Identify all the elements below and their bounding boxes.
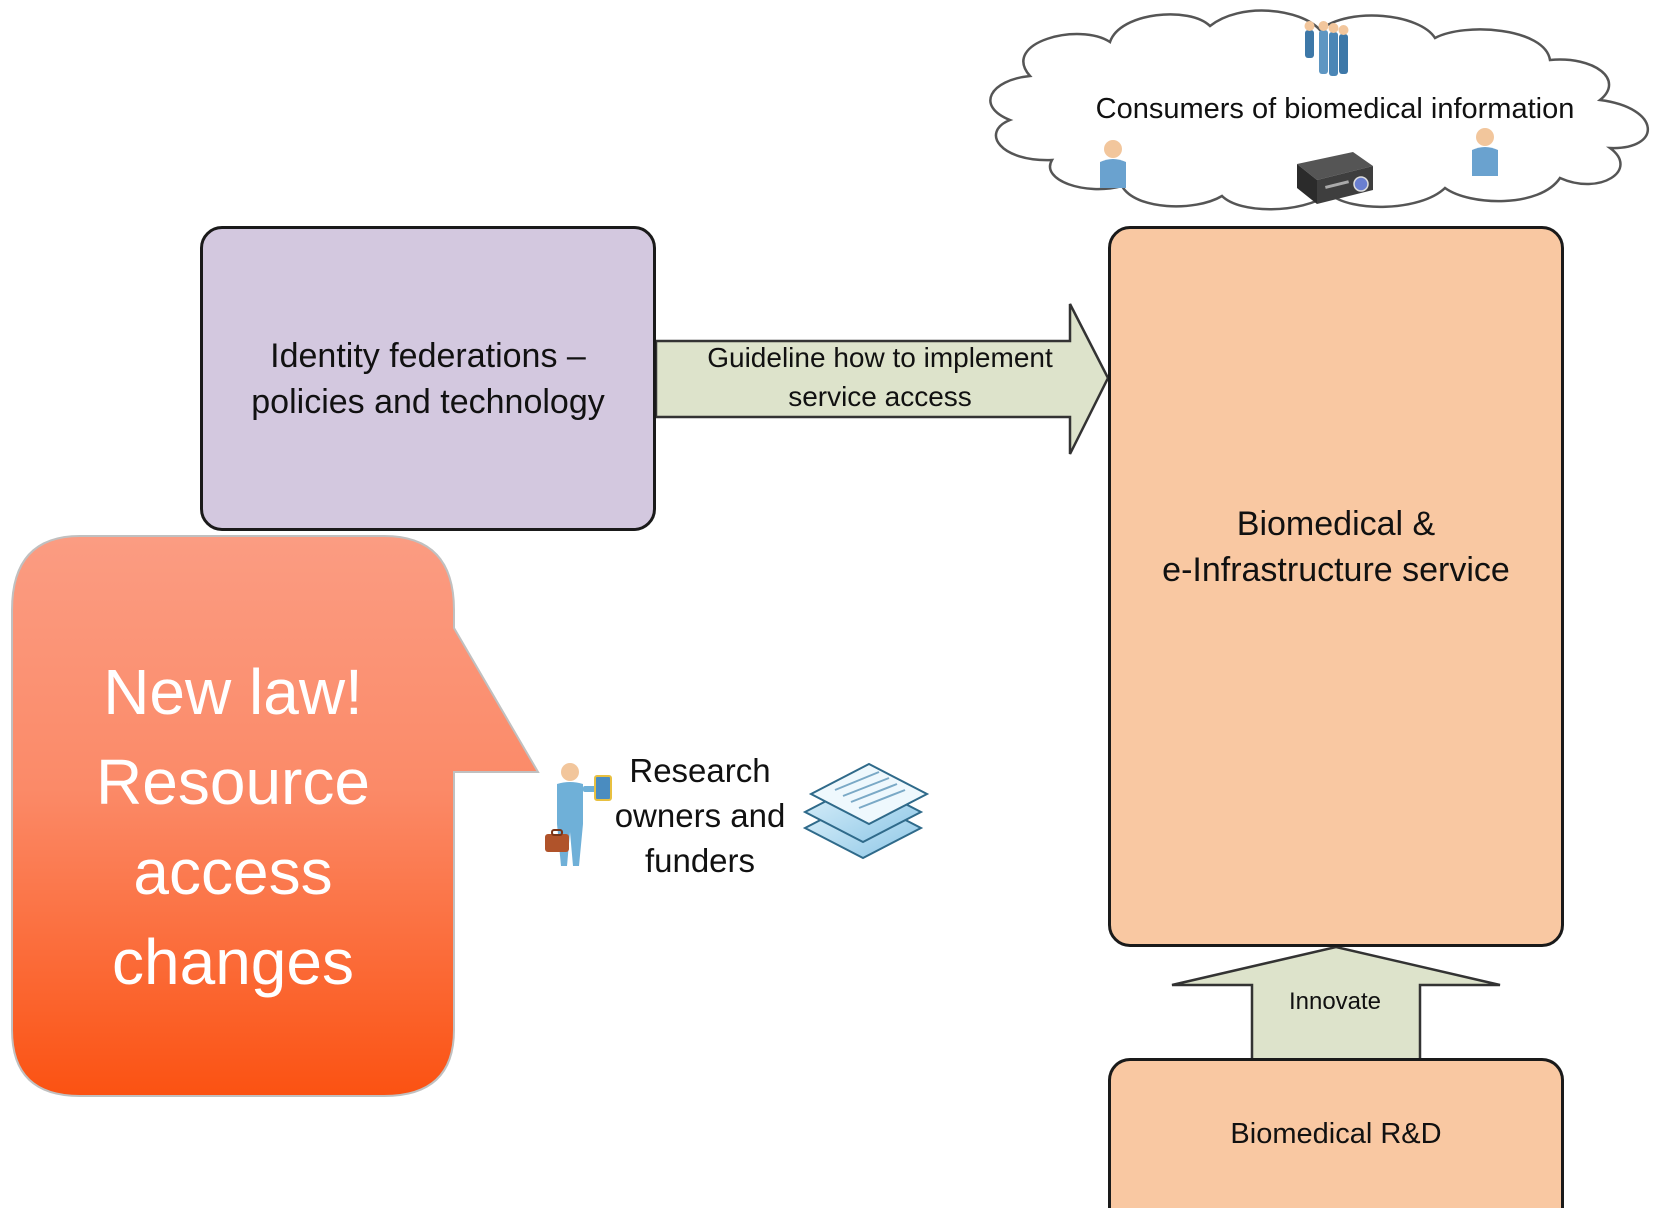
callout-text: New law! Resource access changes — [10, 647, 456, 1007]
biomedical-rd-box: Biomedical R&D — [1108, 1058, 1564, 1208]
research-label-line: Research — [629, 752, 771, 789]
innovate-arrow-label: Innovate — [1288, 988, 1382, 1015]
callout-bubble — [11, 535, 540, 1097]
research-label-line: funders — [644, 842, 756, 879]
guideline-label-line: Guideline how to implement — [707, 342, 1053, 373]
businessman-icon — [545, 763, 612, 866]
infra-box-line: Biomedical & — [1236, 504, 1436, 543]
documents-icon — [802, 762, 930, 860]
infra-box-line: e-Infrastructure service — [1162, 550, 1510, 589]
identity-box-line: policies and technology — [251, 382, 605, 421]
infrastructure-service-box: Biomedical & e-Infrastructure service — [1108, 226, 1564, 947]
callout-line: access — [133, 836, 333, 908]
callout-line: Resource — [96, 746, 370, 818]
person-icon — [1472, 128, 1498, 176]
guideline-arrow-label: Guideline how to implement service acces… — [660, 338, 1100, 416]
rd-box-label: Biomedical R&D — [1230, 1118, 1442, 1150]
identity-federations-box: Identity federations – policies and tech… — [200, 226, 656, 531]
consumers-cloud-label: Consumers of biomedical information — [1095, 93, 1575, 125]
person-icon — [1100, 140, 1126, 188]
guideline-arrow — [654, 303, 1110, 455]
research-owners-label: Research owners and funders — [595, 748, 805, 883]
research-label-line: owners and — [614, 797, 786, 834]
callout-line: New law! — [103, 656, 363, 728]
callout-line: changes — [112, 926, 354, 998]
innovate-arrow — [1171, 945, 1501, 1058]
identity-box-line: Identity federations – — [270, 336, 586, 375]
server-icon — [1297, 152, 1373, 204]
people-group-icon — [1304, 21, 1349, 76]
guideline-label-line: service access — [788, 381, 972, 412]
